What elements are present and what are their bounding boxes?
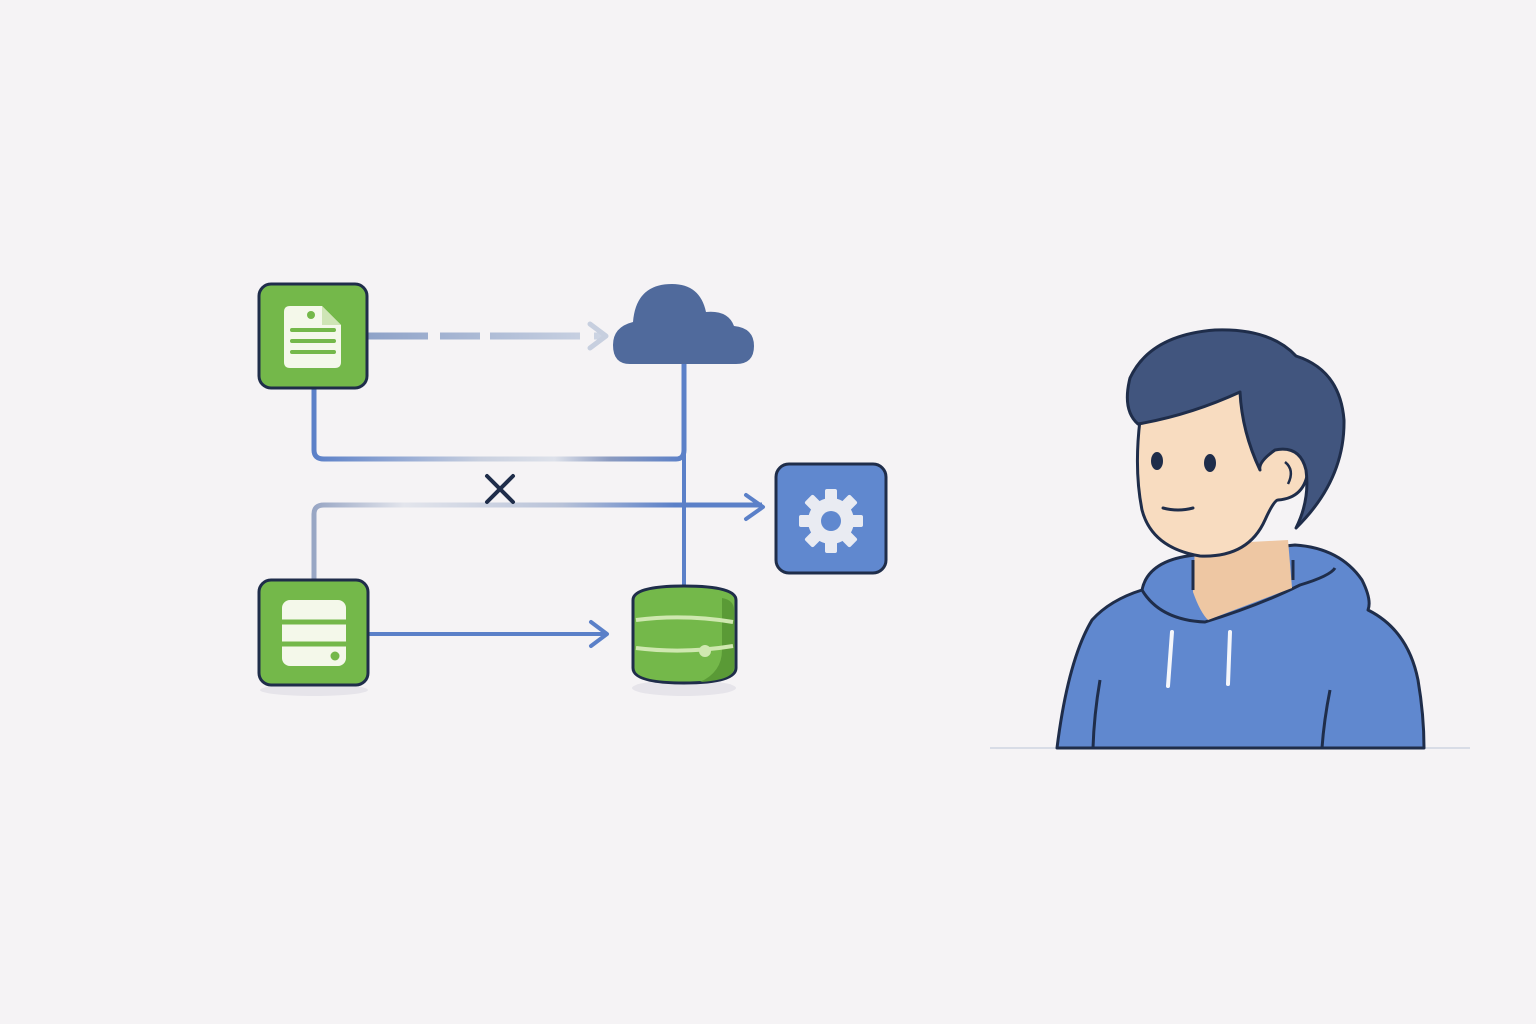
hair: [1125, 328, 1346, 530]
document-node: [257, 282, 369, 390]
server-icon: [282, 600, 346, 666]
connector-server-settings: [311, 493, 765, 580]
server-node: [257, 578, 370, 696]
settings-node: [774, 462, 888, 575]
database-icon: [631, 584, 738, 696]
gear-icon: [799, 489, 863, 553]
person-icon: [990, 328, 1470, 750]
connector-document-cloud-top: [368, 321, 609, 351]
connector-server-database: [368, 620, 609, 648]
neck: [1191, 540, 1295, 620]
connector-document-cloud-lower: [311, 364, 687, 462]
hoodie: [1055, 543, 1426, 750]
x-icon: [485, 474, 515, 504]
cloud-icon: [613, 284, 754, 364]
document-icon: [284, 306, 341, 368]
